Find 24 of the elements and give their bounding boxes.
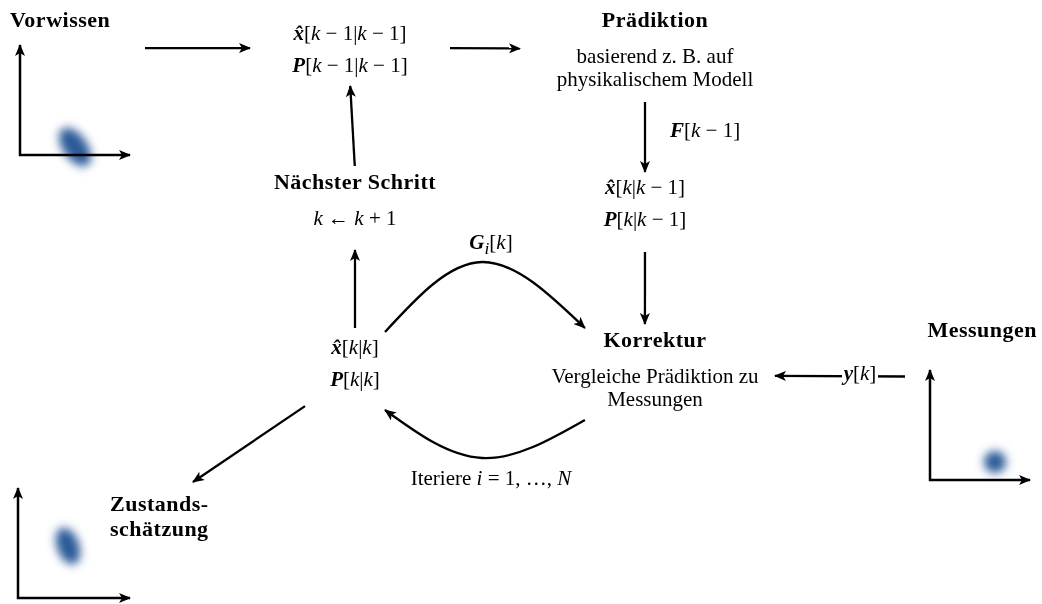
node-description: Vergleiche Prädiktion zu Messungen: [550, 364, 760, 412]
node-description: basierend z. B. auf physikalischem Modell: [555, 44, 755, 92]
node-heading: Prädiktion: [600, 8, 710, 33]
node-heading: Vorwissen: [10, 8, 112, 33]
formula: k ← k + 1: [312, 206, 398, 231]
node-heading: Nächster Schritt: [272, 170, 438, 195]
formula: x̂[k|k]: [330, 336, 380, 360]
arrow: [345, 85, 356, 167]
arrow: [192, 405, 306, 483]
formula: P[k|k − 1]: [602, 207, 688, 232]
formula: x̂[k − 1|k − 1]: [292, 22, 408, 46]
formula: x̂[k|k − 1]: [603, 176, 687, 200]
arrow: [639, 252, 650, 325]
node-heading: Korrektur: [602, 328, 708, 353]
arrow: [450, 43, 521, 54]
arrow: [350, 249, 360, 328]
arrow: [145, 43, 251, 54]
arrow: [384, 260, 586, 333]
formula: P[k|k]: [329, 367, 381, 392]
arrow: [640, 102, 650, 173]
arrow: [384, 409, 586, 460]
formula: P[k − 1|k − 1]: [291, 53, 409, 78]
node-heading: Messungen: [926, 318, 1037, 343]
node-heading: Zustands- schätzung: [110, 492, 210, 542]
